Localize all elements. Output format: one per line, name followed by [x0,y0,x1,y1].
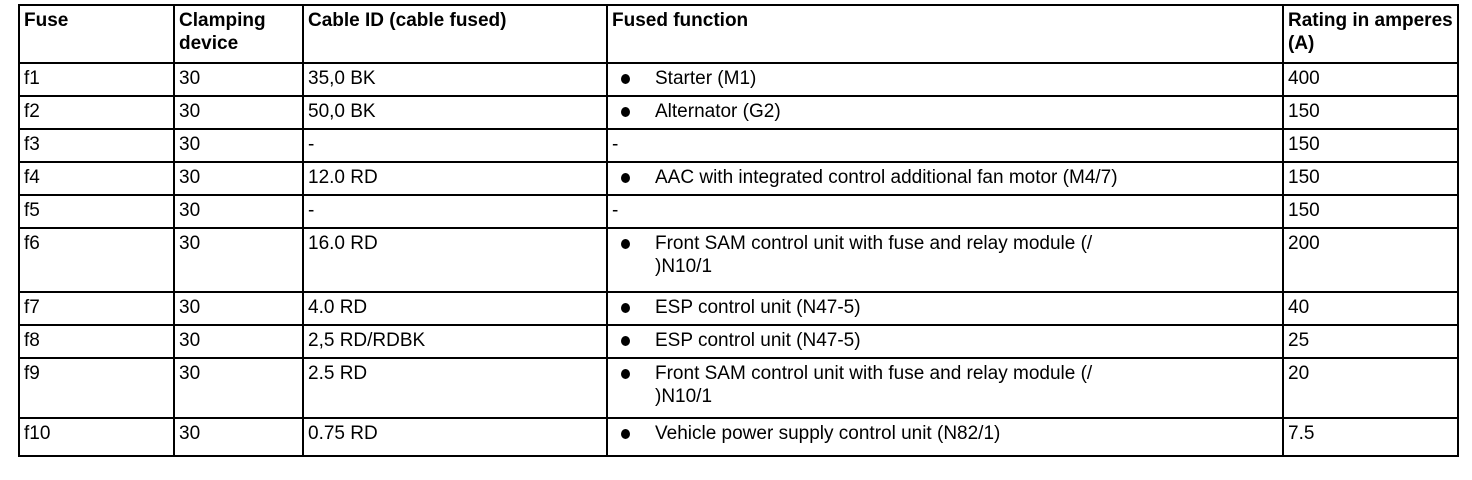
cell-function: Vehicle power supply control unit (N82/1… [606,417,1284,457]
function-entry: Front SAM control unit with fuse and rel… [612,362,1278,408]
cell-rating: 150 [1282,194,1459,229]
col-header-fuse: Fuse [18,4,175,64]
col-header-function: Fused function [606,4,1284,64]
cell-function: AAC with integrated control additional f… [606,161,1284,196]
cell-cable-id: 2.5 RD [302,357,608,419]
table-row: f7 30 4.0 RD ESP control unit (N47-5) 40 [18,291,1459,326]
function-label: - [612,200,619,221]
bullet-icon [621,369,630,379]
bullet-icon [621,429,630,439]
col-header-rating: Rating in amperes (A) [1282,4,1459,64]
fuse-table: Fuse Clamping device Cable ID (cable fus… [18,4,1459,457]
function-label: ESP control unit (N47-5) [655,330,861,351]
function-label: AAC with integrated control additional f… [655,167,1118,188]
cell-function: Starter (M1) [606,62,1284,97]
cell-rating: 400 [1282,62,1459,97]
function-label: Front SAM control unit with fuse and rel… [655,363,1093,407]
cell-fuse: f8 [18,324,175,359]
table-row: f3 30 - - 150 [18,128,1459,163]
cell-cable-id: 2,5 RD/RDBK [302,324,608,359]
bullet-icon [621,74,630,84]
cell-clamping: 30 [173,291,304,326]
cell-clamping: 30 [173,417,304,457]
cell-clamping: 30 [173,194,304,229]
fuse-table-body: f1 30 35,0 BK Starter (M1) 400 f2 30 50,… [18,62,1459,457]
cell-clamping: 30 [173,62,304,97]
cell-cable-id: - [302,128,608,163]
col-header-cable-id: Cable ID (cable fused) [302,4,608,64]
function-entry: - [612,199,1278,222]
cell-clamping: 30 [173,95,304,130]
table-row: f5 30 - - 150 [18,194,1459,229]
cell-rating: 200 [1282,227,1459,293]
function-entry: Vehicle power supply control unit (N82/1… [612,422,1278,445]
cell-cable-id: 12.0 RD [302,161,608,196]
page: { "colors": { "background": "#ffffff", "… [0,4,1472,480]
function-label: Starter (M1) [655,68,757,89]
cell-rating: 25 [1282,324,1459,359]
cell-rating: 7.5 [1282,417,1459,457]
function-label: Vehicle power supply control unit (N82/1… [655,423,1001,444]
table-row: f1 30 35,0 BK Starter (M1) 400 [18,62,1459,97]
cell-function: ESP control unit (N47-5) [606,291,1284,326]
cell-fuse: f3 [18,128,175,163]
cell-function: Alternator (G2) [606,95,1284,130]
function-label: ESP control unit (N47-5) [655,297,861,318]
table-row: f4 30 12.0 RD AAC with integrated contro… [18,161,1459,196]
cell-rating: 40 [1282,291,1459,326]
cell-clamping: 30 [173,227,304,293]
table-row: f8 30 2,5 RD/RDBK ESP control unit (N47-… [18,324,1459,359]
cell-fuse: f1 [18,62,175,97]
cell-fuse: f4 [18,161,175,196]
cell-function: Front SAM control unit with fuse and rel… [606,227,1284,293]
cell-function: ESP control unit (N47-5) [606,324,1284,359]
cell-clamping: 30 [173,128,304,163]
cell-fuse: f7 [18,291,175,326]
header-row: Fuse Clamping device Cable ID (cable fus… [18,4,1459,64]
cell-fuse: f6 [18,227,175,293]
function-entry: AAC with integrated control additional f… [612,166,1278,189]
col-header-clamping: Clamping device [173,4,304,64]
function-label: - [612,134,619,155]
cell-fuse: f10 [18,417,175,457]
cell-fuse: f5 [18,194,175,229]
cell-function: Front SAM control unit with fuse and rel… [606,357,1284,419]
cell-fuse: f2 [18,95,175,130]
cell-fuse: f9 [18,357,175,419]
cell-clamping: 30 [173,161,304,196]
bullet-icon [621,239,630,249]
table-row: f6 30 16.0 RD Front SAM control unit wit… [18,227,1459,293]
cell-rating: 150 [1282,161,1459,196]
cell-clamping: 30 [173,324,304,359]
function-entry: - [612,133,1278,156]
cell-cable-id: - [302,194,608,229]
bullet-icon [621,173,630,183]
function-label: Front SAM control unit with fuse and rel… [655,233,1093,277]
cell-rating: 20 [1282,357,1459,419]
function-entry: Starter (M1) [612,67,1278,90]
cell-cable-id: 50,0 BK [302,95,608,130]
function-label: Alternator (G2) [655,101,781,122]
cell-cable-id: 0.75 RD [302,417,608,457]
function-entry: ESP control unit (N47-5) [612,296,1278,319]
function-entry: ESP control unit (N47-5) [612,329,1278,352]
fuse-table-container: Fuse Clamping device Cable ID (cable fus… [18,4,1459,457]
bullet-icon [621,303,630,313]
cell-cable-id: 4.0 RD [302,291,608,326]
cell-cable-id: 35,0 BK [302,62,608,97]
cell-rating: 150 [1282,128,1459,163]
bullet-icon [621,107,630,117]
cell-cable-id: 16.0 RD [302,227,608,293]
table-row: f9 30 2.5 RD Front SAM control unit with… [18,357,1459,419]
bullet-icon [621,336,630,346]
cell-clamping: 30 [173,357,304,419]
cell-function: - [606,194,1284,229]
function-entry: Front SAM control unit with fuse and rel… [612,232,1278,278]
cell-rating: 150 [1282,95,1459,130]
function-entry: Alternator (G2) [612,100,1278,123]
table-row: f10 30 0.75 RD Vehicle power supply cont… [18,417,1459,457]
cell-function: - [606,128,1284,163]
table-row: f2 30 50,0 BK Alternator (G2) 150 [18,95,1459,130]
